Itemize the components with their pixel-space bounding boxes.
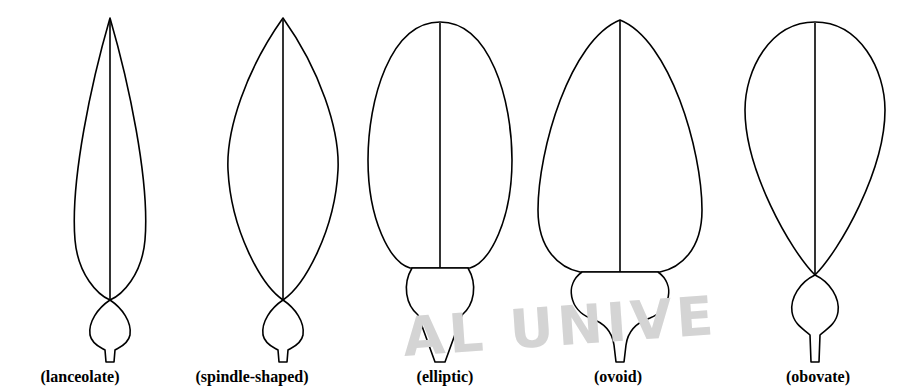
ovoid-leaf: [538, 20, 702, 272]
elliptic-leaf: [368, 22, 512, 268]
shape-caption: (ovoid): [594, 368, 642, 386]
lanceolate-leaf: [74, 18, 145, 300]
watermark: AL UNIVE: [401, 289, 719, 365]
lanceolate-base: [90, 300, 131, 362]
spindle-leaf: [228, 18, 338, 300]
shape-caption: (lanceolate): [40, 368, 119, 386]
shape-caption: (spindle-shaped): [196, 368, 309, 386]
midrib: [619, 21, 621, 272]
shape-caption: (obovate): [786, 368, 850, 386]
midrib: [282, 20, 284, 299]
shape-caption: (elliptic): [417, 368, 474, 386]
obovate-leaf: [745, 22, 885, 275]
obovate-base: [792, 275, 839, 362]
midrib: [814, 23, 816, 274]
midrib: [439, 23, 441, 268]
midrib: [109, 20, 111, 299]
spindle-base: [263, 300, 304, 362]
